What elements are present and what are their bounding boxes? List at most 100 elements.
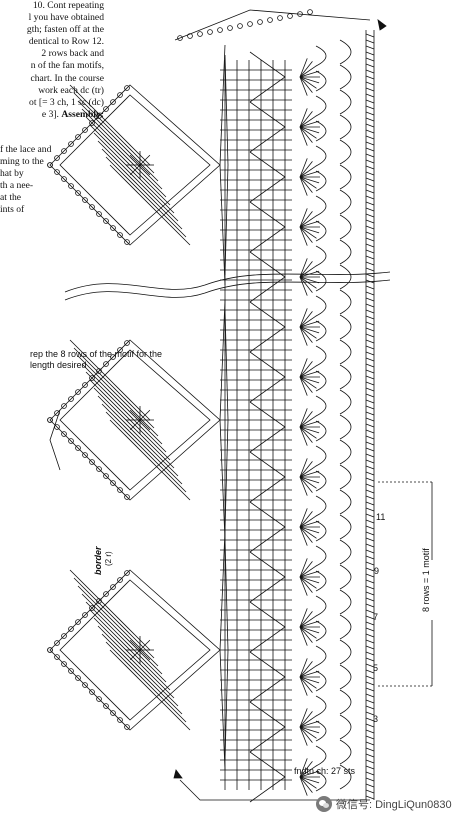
picot [110, 584, 116, 590]
fan-stitch [299, 765, 317, 778]
fan-stitch [299, 370, 320, 378]
edge-stitch [365, 51, 375, 56]
edge-stitch [365, 783, 375, 788]
arch-loop [315, 520, 327, 542]
fan-stitch [299, 676, 308, 696]
row-number: 11 [376, 512, 386, 522]
zigzag [249, 101, 286, 153]
picot [124, 85, 130, 91]
fan-stitch [299, 476, 308, 496]
border-sub-label: (2 r) [104, 551, 113, 566]
edge-stitch [365, 261, 375, 266]
break-line [64, 279, 391, 301]
edge-stitch [365, 147, 375, 152]
arch-loop [315, 245, 327, 267]
edge-stitch [365, 495, 375, 500]
edge-stitch [365, 45, 375, 50]
fan-stitch [299, 458, 308, 478]
picot [54, 640, 60, 646]
diamond-hatch [105, 411, 187, 493]
fan-stitch [299, 726, 313, 743]
edge-stitch [365, 309, 375, 314]
edge-stitch [365, 135, 375, 140]
arch-loop [339, 264, 352, 290]
fan-stitch [299, 315, 317, 328]
fan-stitch [299, 770, 320, 778]
fan-stitch [299, 561, 313, 578]
picot [61, 176, 67, 182]
arch-loop [315, 745, 327, 767]
edge-stitch [365, 69, 375, 74]
picot [103, 361, 109, 367]
diagonal [224, 419, 229, 531]
picot [110, 710, 116, 716]
picot [96, 598, 102, 604]
zigzag [249, 501, 286, 553]
fan-stitch [299, 420, 320, 428]
edge-stitch [365, 603, 375, 608]
edge-stitch [365, 693, 375, 698]
arch-loop [315, 95, 327, 117]
edge-stitch [365, 711, 375, 716]
fan-stitch [299, 426, 317, 439]
fan-stitch [299, 426, 308, 446]
fan-stitch [299, 376, 320, 384]
edge-stitch [365, 777, 375, 782]
diamond-hatch [77, 355, 159, 437]
fan-stitch [299, 415, 317, 428]
edge-stitch [365, 237, 375, 242]
picot [124, 494, 130, 500]
edge-stitch [365, 489, 375, 494]
edge-stitch [365, 417, 375, 422]
edge-stitch [365, 363, 375, 368]
picot [177, 35, 183, 41]
edge-stitch [365, 507, 375, 512]
arch-loop [339, 739, 352, 765]
fan-stitch [299, 426, 320, 434]
arch-loop [339, 464, 352, 490]
row-number: 3 [373, 714, 379, 724]
edge-stitch [365, 597, 375, 602]
edge-stitch [365, 177, 375, 182]
edge-stitch [365, 627, 375, 632]
fan-stitch [299, 158, 308, 178]
edge-stitch [365, 579, 375, 584]
edge-stitch [365, 129, 375, 134]
fan-stitch [299, 76, 308, 96]
arch-loop [315, 120, 327, 142]
arch-loop [339, 714, 352, 740]
edge-stitch [365, 513, 375, 518]
picot [89, 605, 95, 611]
fan-stitch [299, 326, 317, 339]
fan-stitch [299, 615, 317, 628]
arch-loop [339, 689, 352, 715]
fan-stitch [299, 108, 308, 128]
edge-stitch [365, 441, 375, 446]
picot [103, 106, 109, 112]
zigzag [249, 351, 286, 403]
fan-stitch [299, 626, 320, 634]
instruction-line: ming to the [0, 156, 44, 168]
picot [75, 445, 81, 451]
picot [82, 682, 88, 688]
picot [197, 31, 203, 37]
fan-stitch [129, 639, 141, 651]
picot [103, 703, 109, 709]
edge-stitch [365, 789, 375, 794]
diamond-outline [59, 579, 211, 721]
fan-stitch [299, 520, 320, 528]
watermark: 微信号: DingLiQun0830 [316, 796, 452, 812]
fan-stitch [299, 576, 313, 593]
edge-stitch [365, 741, 375, 746]
arch-loop [339, 414, 352, 440]
edge-stitch [365, 207, 375, 212]
edge-stitch [365, 183, 375, 188]
diagonal [224, 539, 229, 651]
arch-loop [315, 545, 327, 567]
diamond-hatch [109, 649, 191, 731]
edge-stitch [365, 465, 375, 470]
diagonal [219, 649, 226, 771]
arch-loop [339, 314, 352, 340]
picot [96, 696, 102, 702]
picot [103, 473, 109, 479]
